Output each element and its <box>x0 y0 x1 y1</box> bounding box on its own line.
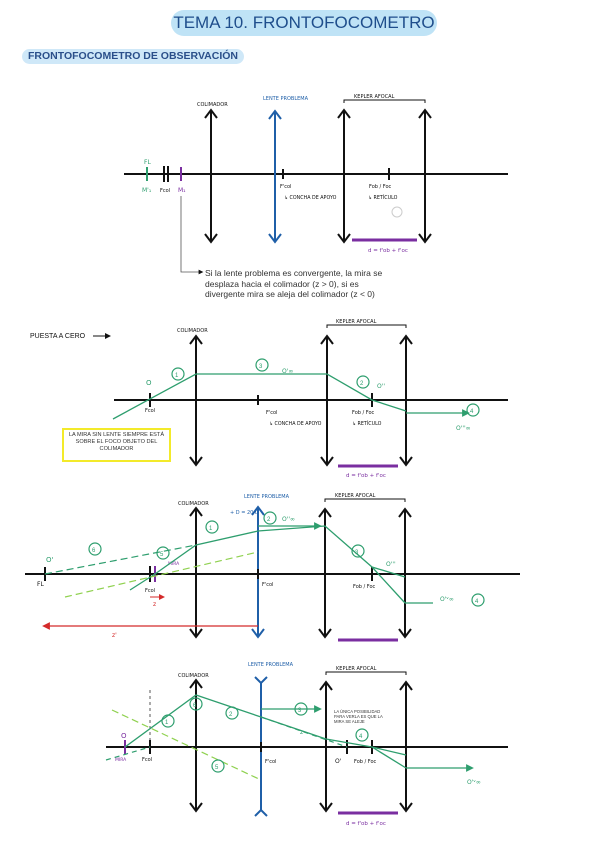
page-title-banner: TEMA 10. FRONTOFOCOMETRO <box>171 10 437 36</box>
fcol-prime-label: F'col <box>280 184 291 190</box>
concha-label-2: ↳ CONCHA DE APOYO <box>269 421 322 427</box>
fl-label: FL <box>144 159 151 166</box>
n3-3: 3 <box>355 550 359 556</box>
mira-label-3: MIRA <box>168 561 180 567</box>
n2-4: 2 <box>229 712 233 718</box>
diagram-2: PUESTA A CERO COLIMADOR KEPLER AFOCAL d … <box>30 319 508 479</box>
n6-3: 6 <box>92 548 96 554</box>
puesta-label: PUESTA A CERO <box>30 333 86 340</box>
m1-label: M'₁ <box>142 187 152 194</box>
o-inf-2: O'∞ <box>282 368 293 375</box>
z-prime-label-3: z' <box>112 632 117 639</box>
alejar-note: LA ÚNICA POSIBILIDAD PARA VERLA ES QUE L… <box>334 709 383 724</box>
n1-4: 1 <box>165 720 169 726</box>
dz-label: + D = 20 D <box>230 510 259 516</box>
lente-problema-label: LENTE PROBLEMA <box>263 96 309 102</box>
diagram-3: COLIMADOR LENTE PROBLEMA KEPLER AFOCAL +… <box>25 493 520 642</box>
reticulo-label: ↳ RETÍCULO <box>368 194 398 201</box>
fcol-label-2: Fcol <box>145 408 155 414</box>
n1-3: 1 <box>209 526 213 532</box>
o-third-3: O''' <box>386 561 396 568</box>
o-iv-3: O'ᵛ∞ <box>440 596 454 603</box>
n1-2: 1 <box>175 373 179 379</box>
colimador-label-3: COLIMADOR <box>178 501 209 507</box>
mira-note-box: LA MIRA SIN LENTE SIEMPRE ESTÁ SOBRE EL … <box>62 428 171 462</box>
z-label-3: z <box>153 601 156 608</box>
fcol-label: Fcol <box>160 188 170 194</box>
concha-label: ↳ CONCHA DE APOYO <box>284 195 337 201</box>
d-formula: d = f'ob + f'oc <box>368 248 408 254</box>
o-inf-3: O''∞ <box>282 516 295 523</box>
fob-foc-label-4: Fob / Foc <box>354 759 377 765</box>
kepler-label-4: KEPLER AFOCAL <box>336 666 377 672</box>
d-formula-2: d = f'ob + f'oc <box>346 473 386 479</box>
reticulo-label-2: ↳ RETÍCULO <box>352 420 382 427</box>
page-title: TEMA 10. FRONTOFOCOMETRO <box>173 13 435 32</box>
n4-3: 4 <box>475 599 479 605</box>
n4-2: 4 <box>470 409 474 415</box>
convergence-note: Si la lente problema es convergente, la … <box>205 268 383 299</box>
n3-2: 3 <box>259 364 263 370</box>
o2-2: O'' <box>377 383 385 390</box>
mira-label-4: MIRA <box>115 757 127 763</box>
kepler-label: KEPLER AFOCAL <box>354 94 395 100</box>
n6-4: 6 <box>193 703 197 709</box>
colimador-label: COLIMADOR <box>197 102 228 108</box>
diagram-4: COLIMADOR LENTE PROBLEMA KEPLER AFOCAL d… <box>105 662 508 827</box>
d-formula-4: d = f'ob + f'oc <box>346 821 386 827</box>
fcol-label-3: Fcol <box>145 588 155 594</box>
n5-3: 5 <box>160 552 164 558</box>
n4-4: 4 <box>359 734 363 740</box>
o3-2: O'''∞ <box>456 425 471 432</box>
lente-problema-label-3: LENTE PROBLEMA <box>244 494 290 500</box>
fcol-label-4: Fcol <box>142 757 152 763</box>
n2-2: 2 <box>360 381 364 387</box>
fcol-prime-label-2: F'col <box>266 410 277 416</box>
kepler-label-3: KEPLER AFOCAL <box>335 493 376 499</box>
lente-problema-label-4: LENTE PROBLEMA <box>248 662 294 668</box>
n5-4: 5 <box>215 765 219 771</box>
o-iv-4: O'ᵛ∞ <box>467 779 481 786</box>
fob-foc-label-3: Fob / Foc <box>353 584 376 590</box>
o-prime-3: O' <box>46 556 54 564</box>
reticle-icon <box>391 206 403 218</box>
colimador-label-2: COLIMADOR <box>177 328 208 334</box>
fl-label-3: FL <box>37 581 44 588</box>
n3-4: 3 <box>298 708 302 714</box>
n2-3: 2 <box>267 517 271 523</box>
m1b-label: M₁ <box>178 187 186 194</box>
fcol-prime-label-4: F'col <box>265 759 276 765</box>
z-label-4: z <box>300 729 303 736</box>
fob-foc-label-2: Fob / Foc <box>352 410 375 416</box>
o-label-2: O <box>146 379 152 387</box>
kepler-label-2: KEPLER AFOCAL <box>336 319 377 325</box>
colimador-label-4: COLIMADOR <box>178 673 209 679</box>
section-subtitle: FRONTOFOCOMETRO DE OBSERVACIÓN <box>22 49 245 64</box>
diagram-1: COLIMADOR LENTE PROBLEMA KEPLER AFOCAL d… <box>124 94 508 275</box>
o-prime-4: O' <box>335 758 342 765</box>
o-label-4: O <box>121 732 127 740</box>
fob-foc-label: Fob / Foc <box>369 184 392 190</box>
fcol-prime-label-3: F'col <box>262 582 273 588</box>
